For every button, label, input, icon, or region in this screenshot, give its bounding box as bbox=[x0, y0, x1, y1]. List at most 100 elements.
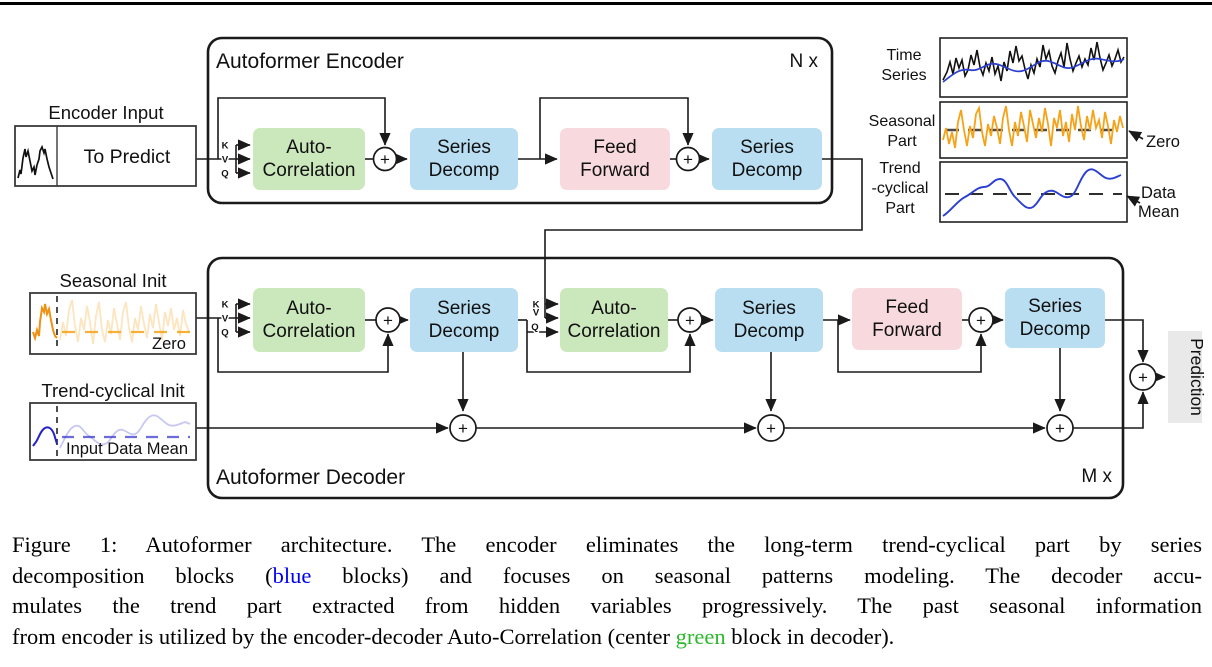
encoder-repeat: N x bbox=[790, 51, 819, 72]
seasonal-init-label: Seasonal Init bbox=[60, 270, 167, 291]
block-label: Decomp bbox=[429, 321, 500, 342]
encoder-title: Autoformer Encoder bbox=[216, 50, 404, 73]
seasonal-init-waveform-faint bbox=[59, 299, 190, 345]
block-label: Auto- bbox=[286, 137, 331, 158]
add-operator bbox=[968, 307, 994, 333]
caption-text: block in decoder). bbox=[725, 623, 895, 649]
block-label: Feed bbox=[885, 297, 928, 318]
decoder-series-decomp1-block bbox=[410, 288, 518, 352]
trend-init-waveform-faint bbox=[59, 414, 191, 449]
seasonal-part-label: Part bbox=[887, 133, 917, 150]
decoder-seasonal-out bbox=[1105, 319, 1149, 363]
trend-part-label: Trend bbox=[879, 160, 920, 177]
plus-icon: + bbox=[383, 311, 393, 330]
decoder-title: Autoformer Decoder bbox=[216, 466, 405, 489]
plus-icon: + bbox=[380, 150, 390, 169]
block-label: Series bbox=[1028, 296, 1082, 317]
zero-annotation-arrow bbox=[1128, 130, 1144, 142]
trend-part-plot bbox=[939, 161, 1128, 223]
trend-part-label: Part bbox=[885, 200, 915, 217]
plus-icon: + bbox=[685, 311, 695, 330]
to-predict-label: To Predict bbox=[84, 146, 171, 168]
v-label: V bbox=[222, 155, 229, 166]
time-series-label: Series bbox=[881, 67, 926, 84]
v-label: V bbox=[533, 308, 540, 319]
block-label: Series bbox=[437, 137, 491, 158]
v-label: V bbox=[222, 314, 229, 325]
k-label: K bbox=[222, 300, 229, 311]
caption-text: Figure 1: Autoformer architecture. The e… bbox=[12, 532, 1202, 557]
block-label: Correlation bbox=[263, 160, 356, 181]
caption-blue-word: blue bbox=[272, 562, 312, 588]
figure-caption: Figure 1: Autoformer architecture. The e… bbox=[12, 530, 1202, 652]
encoder-auto-correlation-block bbox=[253, 128, 365, 190]
caption-line: mulates the trend part extracted from hi… bbox=[12, 591, 1202, 622]
encoder-input-box bbox=[14, 125, 197, 187]
decoder-auto-correlation1-block bbox=[253, 288, 365, 352]
block-label: Decomp bbox=[732, 160, 803, 181]
time-series-smooth-line bbox=[942, 57, 1125, 83]
trend-waveform bbox=[942, 168, 1122, 217]
plus-icon: + bbox=[976, 311, 986, 330]
encoder-residual1 bbox=[217, 97, 391, 159]
encoder-input-waveform bbox=[17, 144, 54, 180]
seasonal-init-zero-label: Zero bbox=[152, 335, 186, 353]
seasonal-waveform bbox=[942, 104, 1124, 149]
decoder-series-decomp3-block bbox=[1005, 288, 1105, 348]
add-operator bbox=[372, 146, 398, 172]
caption-text: decomposition blocks ( bbox=[12, 562, 273, 588]
encoder-input-label: Encoder Input bbox=[48, 102, 163, 123]
block-label: Decomp bbox=[429, 160, 500, 181]
trend-init-label: Trend-cyclical Init bbox=[41, 380, 184, 401]
trend-init-mean-label: Input Data Mean bbox=[66, 440, 188, 458]
encoder-to-decoder-line bbox=[544, 158, 863, 318]
decoder-series-decomp2-block bbox=[715, 288, 823, 352]
plus-icon: + bbox=[766, 419, 776, 438]
trend-part-label: -cyclical bbox=[872, 180, 929, 197]
block-label: Forward bbox=[580, 160, 650, 181]
block-label: Correlation bbox=[263, 321, 356, 342]
k-label: K bbox=[222, 141, 229, 152]
q-label: Q bbox=[221, 169, 228, 180]
caption-line: decomposition blocks (blue blocks) and f… bbox=[12, 561, 1202, 592]
decoder-repeat: M x bbox=[1081, 466, 1112, 487]
k-label: K bbox=[533, 300, 540, 311]
block-label: Decomp bbox=[1020, 319, 1091, 340]
add-operator bbox=[1129, 363, 1157, 391]
data-mean-annotation-arrow bbox=[1126, 195, 1141, 207]
plus-icon: + bbox=[1138, 368, 1148, 387]
add-operator bbox=[1046, 414, 1074, 442]
decoder-auto-correlation2-block bbox=[560, 288, 668, 352]
top-rule bbox=[0, 2, 1212, 5]
seasonal-part-label: Seasonal bbox=[869, 113, 936, 130]
trend-line-seg4 bbox=[1073, 391, 1149, 429]
q-label: Q bbox=[221, 328, 228, 339]
add-operator bbox=[675, 146, 701, 172]
plus-icon: + bbox=[1055, 419, 1065, 438]
add-operators: + + + + + + + + + bbox=[372, 146, 1157, 442]
q-label: Q bbox=[531, 322, 538, 333]
time-series-raw-line bbox=[942, 41, 1125, 82]
data-mean-annotation: Mean bbox=[1138, 203, 1179, 221]
block-label: Feed bbox=[593, 137, 636, 158]
trend-init-waveform-observed bbox=[32, 426, 58, 447]
block-label: Auto- bbox=[591, 298, 636, 319]
caption-line: Figure 1: Autoformer architecture. The e… bbox=[12, 530, 1202, 561]
decoder-residual1 bbox=[217, 318, 394, 373]
encoder-series-decomp1-block bbox=[410, 128, 518, 190]
caption-text: mulates the trend part extracted from hi… bbox=[12, 593, 1202, 618]
plus-icon: + bbox=[683, 150, 693, 169]
zero-annotation: Zero bbox=[1146, 133, 1180, 151]
caption-text: blocks) and focuses on seasonal patterns… bbox=[311, 562, 1202, 588]
decoder-feed-forward-block bbox=[852, 288, 962, 350]
decoder-residual3 bbox=[837, 320, 987, 373]
add-operator bbox=[757, 414, 785, 442]
block-label: Auto- bbox=[286, 298, 331, 319]
decoder-residual2 bbox=[526, 320, 696, 373]
time-series-label: Time bbox=[887, 47, 922, 64]
seasonal-init-waveform-observed bbox=[32, 303, 58, 342]
caption-line: from encoder is utilized by the encoder-… bbox=[12, 622, 1202, 653]
block-label: Series bbox=[742, 298, 796, 319]
block-label: Series bbox=[437, 298, 491, 319]
block-label: Series bbox=[740, 137, 794, 158]
